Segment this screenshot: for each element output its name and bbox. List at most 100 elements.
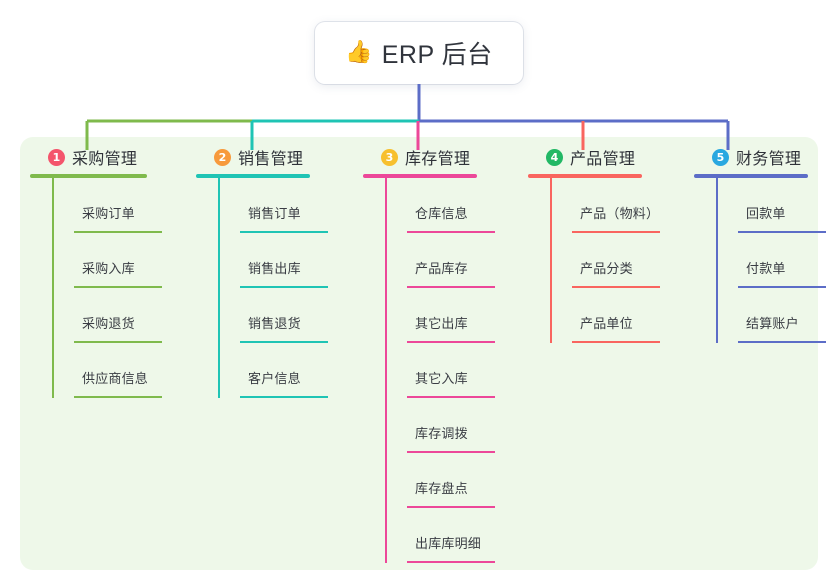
- branch-spine: [52, 178, 54, 398]
- branch-spine: [385, 178, 387, 563]
- diagram-panel: [20, 137, 818, 570]
- branch-item-label: 产品（物料）: [580, 206, 660, 221]
- branch-item[interactable]: 回款单: [738, 178, 826, 233]
- branch-item-label: 产品库存: [415, 261, 468, 276]
- branch-number-badge: 1: [48, 148, 65, 166]
- branch-column: 3 库存管理仓库信息产品库存其它出库其它入库库存调拨库存盘点出库库明细: [363, 146, 495, 563]
- thumbs-up-icon: 👍: [345, 40, 373, 65]
- branch-item[interactable]: 产品（物料）: [572, 178, 660, 233]
- branch-column: 5 财务管理回款单付款单结算账户: [694, 146, 826, 343]
- branch-column: 4 产品管理产品（物料） 产品分类产品单位: [528, 146, 660, 343]
- branch-item-rule: [240, 341, 328, 343]
- branch-item[interactable]: 采购订单: [74, 178, 162, 233]
- branch-item-label: 采购订单: [82, 206, 135, 221]
- branch-item-label: 销售订单: [248, 206, 301, 221]
- branch-item-rule: [572, 286, 660, 288]
- branch-item-rule: [738, 341, 826, 343]
- branch-item-rule: [738, 286, 826, 288]
- branch-title: 销售管理: [238, 151, 304, 168]
- branch-item-label: 产品分类: [580, 261, 633, 276]
- branch-title: 采购管理: [72, 151, 138, 168]
- branch-item[interactable]: 库存调拨: [407, 398, 495, 453]
- branch-header[interactable]: 2 销售管理: [196, 146, 310, 168]
- branch-item[interactable]: 产品分类: [572, 233, 660, 288]
- branch-item[interactable]: 销售退货: [240, 288, 328, 343]
- branch-item-label: 其它入库: [415, 371, 468, 386]
- branch-item[interactable]: 出库库明细: [407, 508, 495, 563]
- branch-item-rule: [738, 231, 826, 233]
- branch-title: 库存管理: [405, 151, 471, 168]
- branch-item-rule: [74, 286, 162, 288]
- branch-item-rule: [407, 286, 495, 288]
- branch-spine: [218, 178, 220, 398]
- root-node-title: ERP 后台: [381, 41, 493, 69]
- branch-item-label: 销售出库: [248, 261, 301, 276]
- branch-item-label: 付款单: [746, 261, 786, 276]
- branch-item-label: 结算账户: [746, 316, 799, 331]
- root-node[interactable]: 👍 ERP 后台: [315, 22, 523, 84]
- branch-item[interactable]: 客户信息: [240, 343, 328, 398]
- branch-spine: [550, 178, 552, 343]
- branch-item-rule: [407, 396, 495, 398]
- branch-item-rule: [240, 286, 328, 288]
- branch-item-label: 采购入库: [82, 261, 135, 276]
- branch-item[interactable]: 产品库存: [407, 233, 495, 288]
- branch-header-rule: [694, 174, 808, 178]
- branch-item-rule: [407, 506, 495, 508]
- branch-number-badge: 4: [546, 148, 563, 166]
- branch-header-rule: [30, 174, 147, 178]
- branch-item[interactable]: 付款单: [738, 233, 826, 288]
- branch-spine: [716, 178, 718, 343]
- branch-item-label: 供应商信息: [82, 371, 149, 386]
- branch-item-rule: [407, 451, 495, 453]
- branch-item-label: 其它出库: [415, 316, 468, 331]
- branch-item-rule: [74, 341, 162, 343]
- branch-item[interactable]: 仓库信息: [407, 178, 495, 233]
- branch-column: 2 销售管理销售订单销售出库销售退货客户信息: [196, 146, 328, 398]
- branch-item[interactable]: 其它入库: [407, 343, 495, 398]
- branch-item-rule: [240, 231, 328, 233]
- branch-item-label: 出库库明细: [415, 536, 482, 551]
- branch-header[interactable]: 5 财务管理: [694, 146, 808, 168]
- branch-header[interactable]: 3 库存管理: [363, 146, 477, 168]
- branch-item-rule: [240, 396, 328, 398]
- branch-item-label: 库存调拨: [415, 426, 468, 441]
- branch-title: 财务管理: [736, 151, 802, 168]
- branch-number-badge: 5: [712, 148, 729, 166]
- branch-number-badge: 2: [214, 148, 231, 166]
- branch-item-label: 产品单位: [580, 316, 633, 331]
- branch-item[interactable]: 其它出库: [407, 288, 495, 343]
- branch-item[interactable]: 产品单位: [572, 288, 660, 343]
- branch-header-rule: [528, 174, 642, 178]
- branch-item-label: 销售退货: [248, 316, 301, 331]
- branch-item-label: 回款单: [746, 206, 786, 221]
- branch-item-label: 仓库信息: [415, 206, 468, 221]
- branch-item-rule: [74, 396, 162, 398]
- branch-header[interactable]: 4 产品管理: [528, 146, 642, 168]
- branch-item-list: 采购订单采购入库采购退货供应商信息: [52, 178, 162, 398]
- branch-item[interactable]: 采购入库: [74, 233, 162, 288]
- branch-item[interactable]: 结算账户: [738, 288, 826, 343]
- branch-item-label: 客户信息: [248, 371, 301, 386]
- branch-number-badge: 3: [381, 148, 398, 166]
- branch-item[interactable]: 销售订单: [240, 178, 328, 233]
- branch-item-rule: [572, 341, 660, 343]
- branch-header[interactable]: 1 采购管理: [30, 146, 147, 168]
- branch-item-list: 回款单付款单结算账户: [716, 178, 826, 343]
- branch-item-list: 销售订单销售出库销售退货客户信息: [218, 178, 328, 398]
- branch-item[interactable]: 供应商信息: [74, 343, 162, 398]
- branch-item-rule: [74, 231, 162, 233]
- branch-item-rule: [407, 561, 495, 563]
- branch-item-rule: [572, 231, 660, 233]
- branch-item-rule: [407, 231, 495, 233]
- branch-column: 1 采购管理采购订单采购入库采购退货供应商信息: [30, 146, 162, 398]
- branch-item[interactable]: 采购退货: [74, 288, 162, 343]
- branch-item-rule: [407, 341, 495, 343]
- branch-item-label: 库存盘点: [415, 481, 468, 496]
- branch-item[interactable]: 库存盘点: [407, 453, 495, 508]
- branch-title: 产品管理: [570, 151, 636, 168]
- branch-item-list: 仓库信息产品库存其它出库其它入库库存调拨库存盘点出库库明细: [385, 178, 495, 563]
- branch-item[interactable]: 销售出库: [240, 233, 328, 288]
- branch-header-rule: [196, 174, 310, 178]
